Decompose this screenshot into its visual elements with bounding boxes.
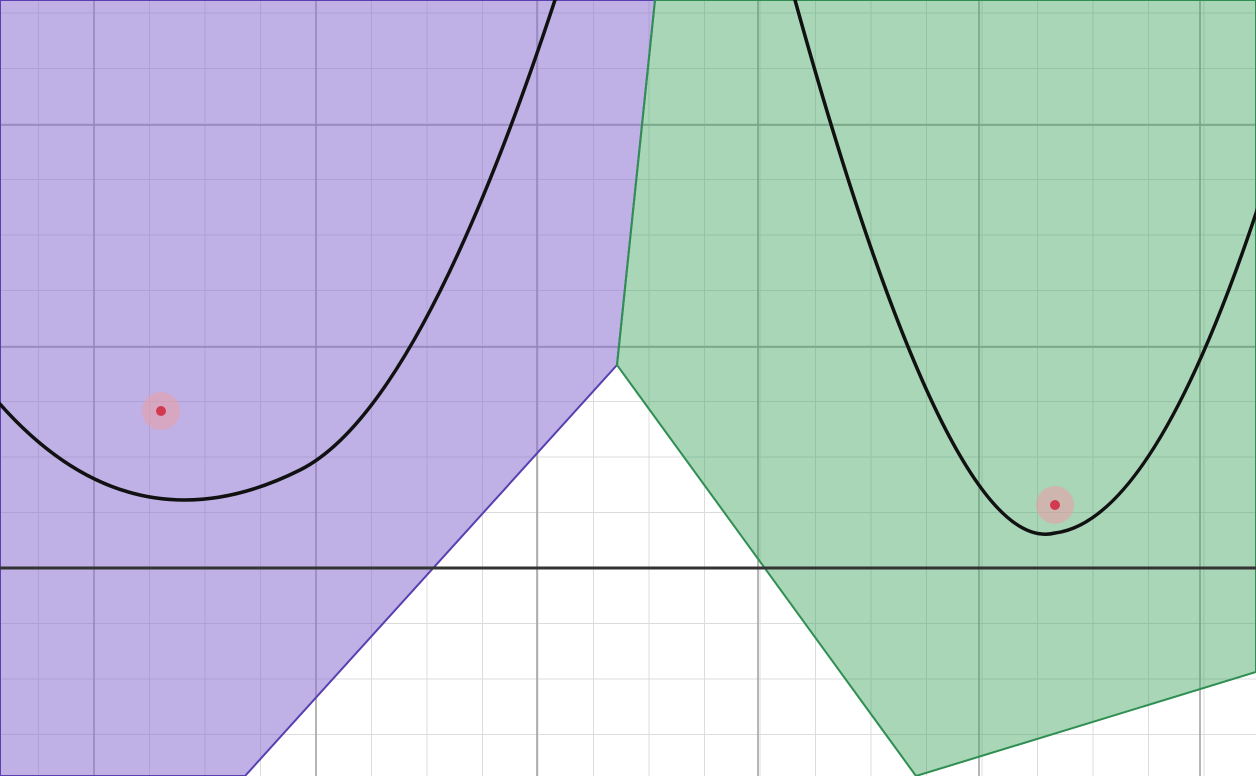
point-left-dot[interactable]	[156, 406, 166, 416]
point-left[interactable]	[142, 392, 180, 430]
point-right-dot[interactable]	[1050, 500, 1060, 510]
parabola-right	[793, 0, 1256, 536]
region-right	[615, 0, 1256, 776]
region-left	[0, 0, 657, 776]
point-right[interactable]	[1036, 486, 1074, 524]
parabola-left	[0, 0, 557, 502]
